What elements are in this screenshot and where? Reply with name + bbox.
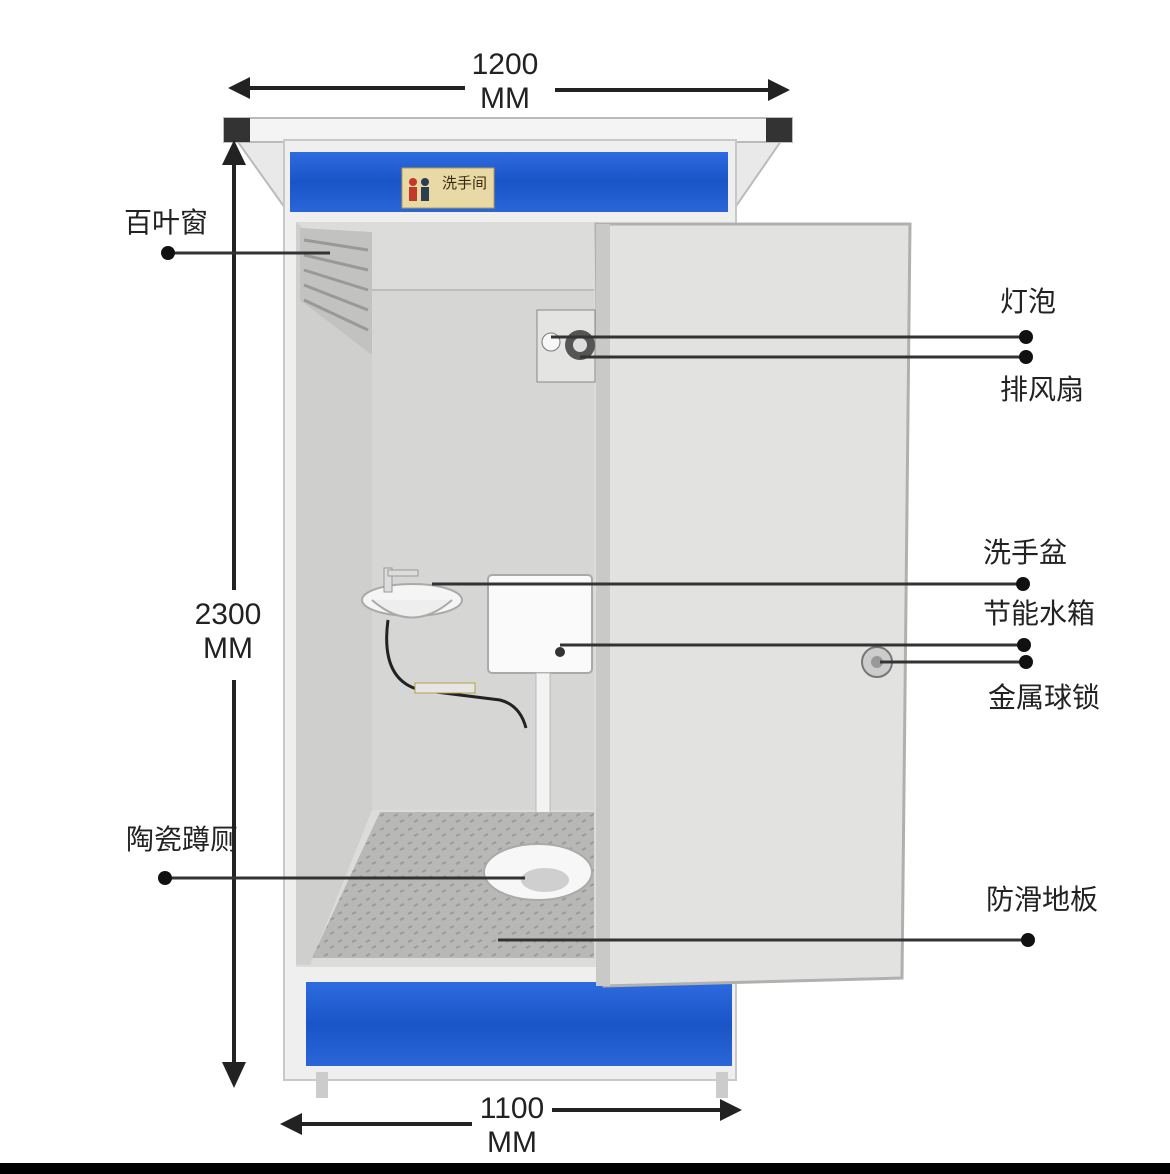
label-floor: 防滑地板 xyxy=(986,883,1099,916)
label-lock: 金属球锁 xyxy=(988,681,1101,714)
bottom-width-arrow xyxy=(280,1099,742,1135)
height-unit: MM xyxy=(203,631,253,665)
label-basin: 洗手盆 xyxy=(983,536,1068,569)
top-width-arrow xyxy=(228,77,790,101)
squat-toilet xyxy=(483,843,593,901)
label-squat-toilet: 陶瓷蹲厕 xyxy=(126,823,239,856)
leg-right xyxy=(716,1072,728,1098)
top-width-unit: MM xyxy=(480,81,530,115)
louver-window xyxy=(300,228,372,355)
label-louver: 百叶窗 xyxy=(124,206,209,239)
bottom-width-value: 1100 xyxy=(479,1092,545,1125)
roof-corner-left xyxy=(224,118,250,142)
bottom-width-label: 1100 MM xyxy=(462,1092,562,1159)
water-tank xyxy=(487,574,593,824)
fan-and-bulb xyxy=(536,309,596,383)
top-blue-panel xyxy=(290,152,728,212)
bottom-blue-panel xyxy=(306,982,732,1066)
top-width-value: 1200 xyxy=(471,48,539,81)
label-tank: 节能水箱 xyxy=(983,597,1096,630)
height-label: 2300 MM xyxy=(180,598,276,665)
hand-basin xyxy=(361,567,528,729)
restroom-sign xyxy=(401,167,495,209)
bottom-width-unit: MM xyxy=(487,1125,537,1159)
height-arrow xyxy=(222,140,246,1088)
top-width-label: 1200 MM xyxy=(455,48,555,115)
restroom-sign-text: 洗手间 xyxy=(442,174,488,192)
open-door xyxy=(594,222,912,988)
interior-left-wall xyxy=(296,222,372,965)
height-value: 2300 xyxy=(194,598,262,631)
label-bulb: 灯泡 xyxy=(1000,285,1057,318)
leg-left xyxy=(316,1072,328,1098)
bottom-black-bar xyxy=(0,1163,1170,1174)
label-fan: 排风扇 xyxy=(1000,373,1085,406)
roof-corner-right xyxy=(766,118,792,142)
